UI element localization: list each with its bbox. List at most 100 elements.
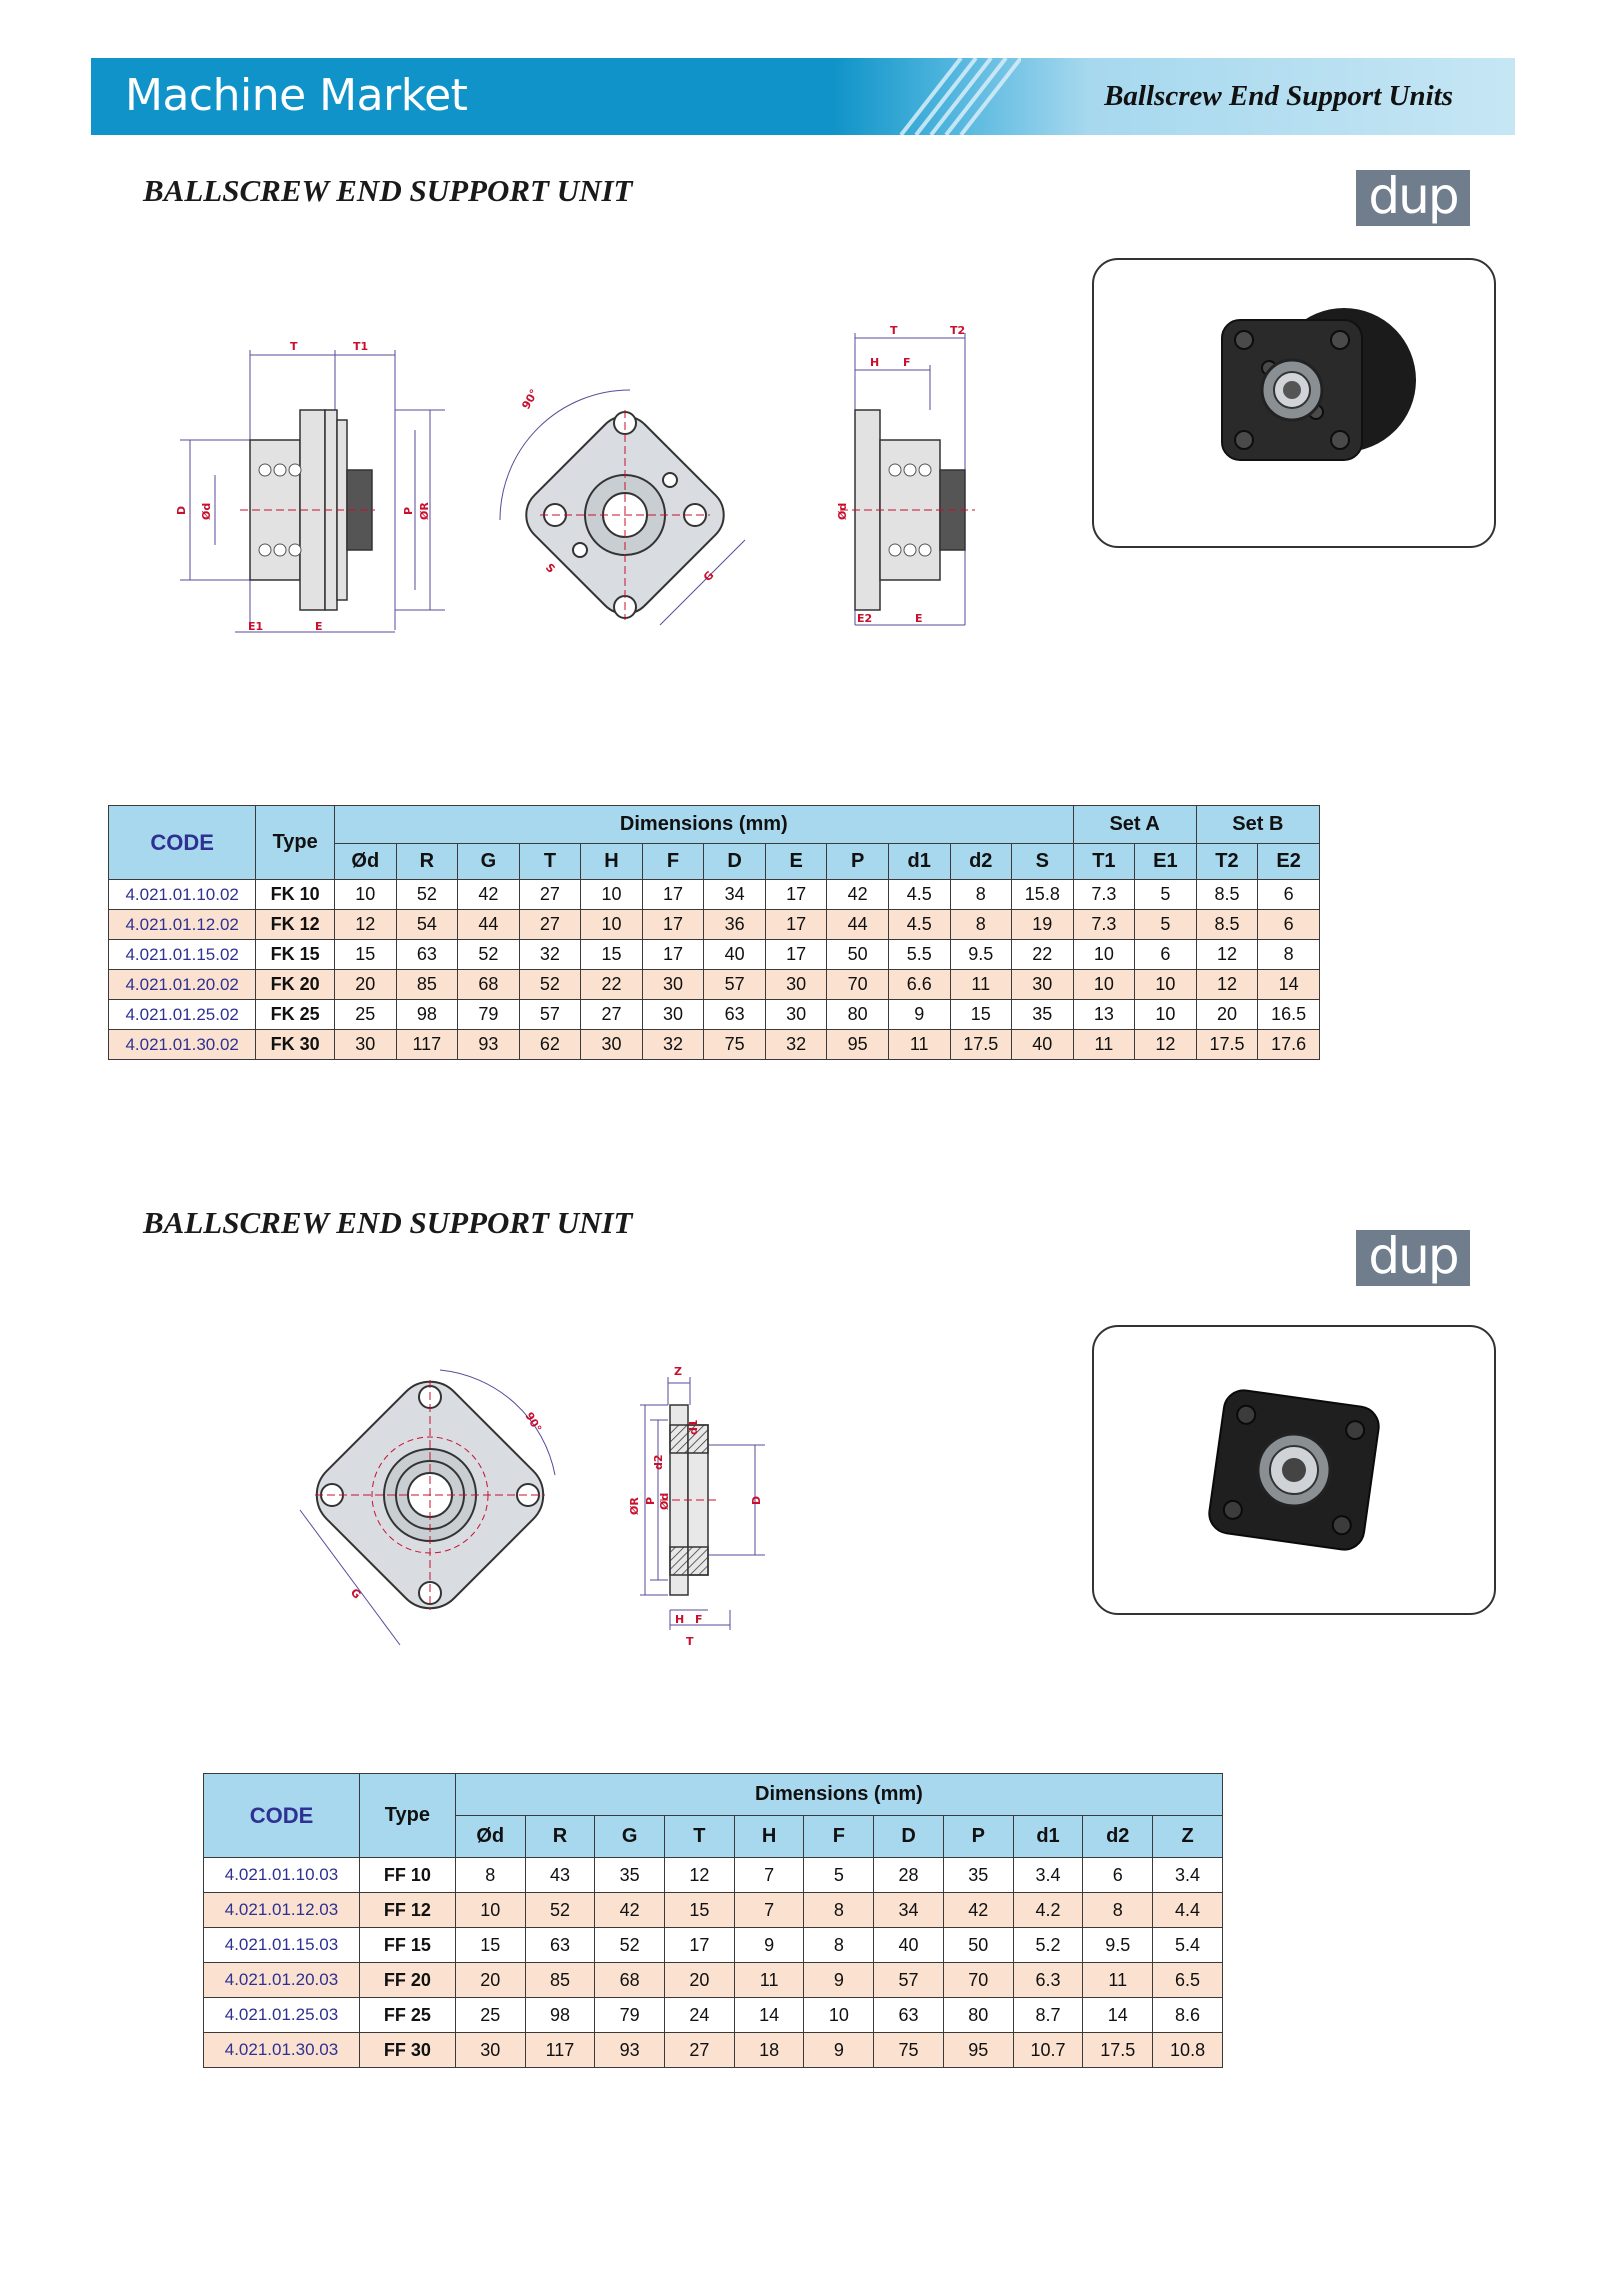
dimension-value: 44 (826, 909, 889, 940)
fk-label-t: T (290, 340, 298, 353)
product-code: 4.021.01.25.02 (107, 999, 257, 1030)
dimension-value: 79 (457, 999, 520, 1030)
dimension-value: 62 (518, 1029, 582, 1060)
dimension-value: 95 (942, 2032, 1014, 2068)
dimension-value: 11 (887, 1029, 951, 1060)
ff-label-d: D (750, 1496, 763, 1505)
dimension-value: 117 (524, 2032, 596, 2068)
fk-product-photo-frame (1092, 258, 1496, 548)
dimension-value: 17.6 (1257, 1029, 1320, 1060)
dimension-value: 30 (334, 1029, 397, 1060)
ff-label-z: Z (674, 1365, 682, 1378)
dimension-value: 95 (826, 1029, 889, 1060)
dimension-value: 57 (518, 999, 582, 1030)
dimension-value: 8 (1082, 1892, 1154, 1928)
ff-col-code: CODE (203, 1773, 360, 1858)
dimension-value: 30 (641, 999, 705, 1030)
ff-technical-drawing: 90° G (299, 1365, 765, 1648)
dimension-value: 68 (457, 969, 520, 1000)
product-type: FF 25 (358, 1997, 456, 2033)
dimension-value: 63 (703, 999, 766, 1030)
dimension-value: 70 (826, 969, 889, 1000)
dimension-value: 68 (594, 1962, 666, 1998)
fk-label-d: D (175, 506, 188, 515)
fk2-label-f: F (903, 356, 911, 369)
dimension-value: 40 (1011, 1029, 1074, 1060)
dimension-value: 44 (457, 909, 520, 940)
dimension-value: 52 (524, 1892, 596, 1928)
dimension-value: 12 (334, 909, 397, 940)
fk2-label-od: Ød (836, 503, 849, 520)
dimension-value: 15 (580, 939, 643, 970)
brand-logo-2: dup (1356, 1230, 1470, 1286)
dimension-value: 17 (764, 879, 828, 910)
fk-label-od: Ød (200, 503, 213, 520)
dimension-value: 10 (1072, 939, 1136, 970)
ff-label-h: H (675, 1613, 684, 1626)
dimension-value: 75 (873, 2032, 944, 2068)
ff-label-t: T (686, 1635, 694, 1648)
dimension-value: 27 (664, 2032, 735, 2068)
ff-col-1: R (524, 1815, 596, 1858)
product-code: 4.021.01.20.03 (203, 1962, 360, 1998)
dimension-value: 20 (1195, 999, 1259, 1030)
fk-col-2: G (457, 843, 520, 880)
dimension-value: 15 (454, 1927, 526, 1963)
dimension-value: 30 (641, 969, 705, 1000)
dimension-value: 42 (457, 879, 520, 910)
dimension-value: 6 (1257, 879, 1320, 910)
ff-col-8: d1 (1012, 1815, 1084, 1858)
dimension-value: 10.7 (1012, 2032, 1084, 2068)
product-type: FF 12 (358, 1892, 456, 1928)
fk-col-6: D (703, 843, 766, 880)
dimension-value: 14 (1082, 1997, 1154, 2033)
dimension-value: 35 (594, 1857, 666, 1893)
dimension-value: 54 (395, 909, 459, 940)
fk-label-s: S (543, 561, 558, 576)
dimension-value: 42 (826, 879, 889, 910)
dimension-value: 32 (641, 1029, 705, 1060)
dimension-value: 12 (1134, 1029, 1197, 1060)
dimension-value: 30 (764, 999, 828, 1030)
fk-section-heading: BALLSCREW END SUPPORT UNIT (143, 173, 633, 208)
product-code: 4.021.01.10.02 (107, 879, 257, 910)
dimension-value: 7 (733, 1857, 805, 1893)
fk-label-p: P (402, 507, 415, 515)
dimension-value: 28 (873, 1857, 944, 1893)
fk-col-1: R (395, 843, 459, 880)
dimension-value: 57 (703, 969, 766, 1000)
fk-col-dimensions: Dimensions (mm) (334, 805, 1074, 844)
ff-label-f: F (695, 1613, 703, 1626)
dimension-value: 25 (454, 1997, 526, 2033)
fk-col-8: P (826, 843, 889, 880)
dimension-value: 35 (942, 1857, 1014, 1893)
header-bar: Machine Market Ballscrew End Support Uni… (91, 58, 1515, 135)
dimension-value: 40 (703, 939, 766, 970)
ff-col-type: Type (358, 1773, 456, 1858)
fk-col-15: E2 (1257, 843, 1320, 880)
dimension-value: 8.6 (1152, 1997, 1223, 2033)
dimension-value: 34 (873, 1892, 944, 1928)
dimension-value: 14 (1257, 969, 1320, 1000)
dimension-value: 52 (594, 1927, 666, 1963)
dimension-value: 14 (733, 1997, 805, 2033)
dimension-value: 50 (826, 939, 889, 970)
ff-product-photo-frame (1092, 1325, 1496, 1615)
ff-col-dimensions: Dimensions (mm) (454, 1773, 1224, 1816)
dimension-value: 80 (942, 1997, 1014, 2033)
dimension-value: 4.5 (887, 909, 951, 940)
dimension-value: 40 (873, 1927, 944, 1963)
dimension-value: 7.3 (1072, 879, 1136, 910)
dimension-value: 7.3 (1072, 909, 1136, 940)
dimension-value: 63 (395, 939, 459, 970)
dimension-value: 17 (641, 879, 705, 910)
ff-label-angle: 90° (522, 1410, 544, 1435)
dimension-value: 10 (1134, 969, 1197, 1000)
dimension-value: 17 (641, 939, 705, 970)
ff-col-6: D (873, 1815, 944, 1858)
